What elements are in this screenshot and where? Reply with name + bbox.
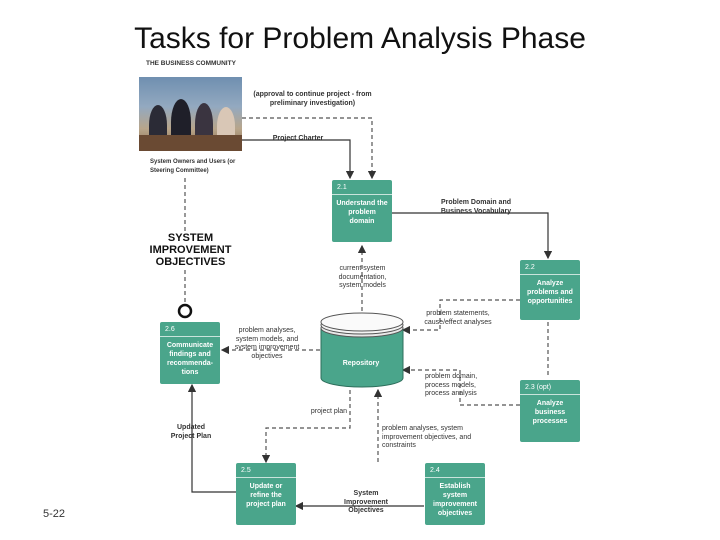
task-label: Update or refine the project plan	[246, 483, 286, 508]
task-number: 2.1	[332, 180, 392, 195]
problem-analyses-bottom-flow: problem analyses, system improvement obj…	[382, 425, 472, 449]
task-2-1-box: 2.1 Understand the problem domain	[332, 180, 392, 242]
task-number: 2.3 (opt)	[520, 380, 580, 395]
current-docs-flow: current system documentation, system mod…	[338, 265, 387, 289]
task-2-2-box: 2.2 Analyze problems and opportunities	[520, 260, 580, 320]
problem-domain-models-flow: problem domain, process models, process …	[425, 373, 478, 397]
problem-analyses-left-flow: problem analyses, system models, and sys…	[234, 327, 300, 360]
project-plan-flow: project plan	[310, 408, 348, 415]
sio-small-flow: System Improvement Objectives	[344, 490, 388, 514]
problem-domain-flow: Problem Domain and Business Vocabulary	[440, 199, 512, 215]
approval-note: (approval to continue project - from pre…	[253, 91, 372, 107]
problem-statements-flow: problem statements, cause/effect analyse…	[424, 310, 492, 326]
repository-cylinder	[320, 312, 404, 388]
task-number: 2.6	[160, 322, 220, 337]
slide-title: Tasks for Problem Analysis Phase	[134, 22, 586, 55]
task-label: Understand the problem domain	[336, 200, 388, 225]
task-2-4-box: 2.4 Establish system improvement objecti…	[425, 463, 485, 525]
task-2-5-box: 2.5 Update or refine the project plan	[236, 463, 296, 525]
task-label: Analyze business processes	[532, 400, 568, 425]
task-number: 2.2	[520, 260, 580, 275]
task-number: 2.5	[236, 463, 296, 478]
repository-label: Repository	[342, 360, 380, 367]
project-charter-label: Project Charter	[272, 135, 324, 142]
business-meeting-photo	[139, 77, 242, 151]
task-2-6-box: 2.6 Communicate findings and recommenda-…	[160, 322, 220, 384]
task-label: Analyze problems and opportunities	[527, 280, 573, 305]
task-2-3-box: 2.3 (opt) Analyze business processes	[520, 380, 580, 442]
business-community-label: THE BUSINESS COMMUNITY	[146, 60, 236, 67]
system-improvement-objectives-label: SYSTEM IMPROVEMENT OBJECTIVES	[149, 232, 232, 268]
task-label: Establish system improvement objectives	[433, 483, 477, 517]
slide-number: 5-22	[43, 508, 66, 520]
updated-plan-flow: Updated Project Plan	[170, 424, 212, 440]
task-number: 2.4	[425, 463, 485, 478]
system-owners-label: System Owners and Users (or Steering Com…	[150, 159, 236, 174]
task-label: Communicate findings and recommenda-tion…	[166, 342, 214, 376]
